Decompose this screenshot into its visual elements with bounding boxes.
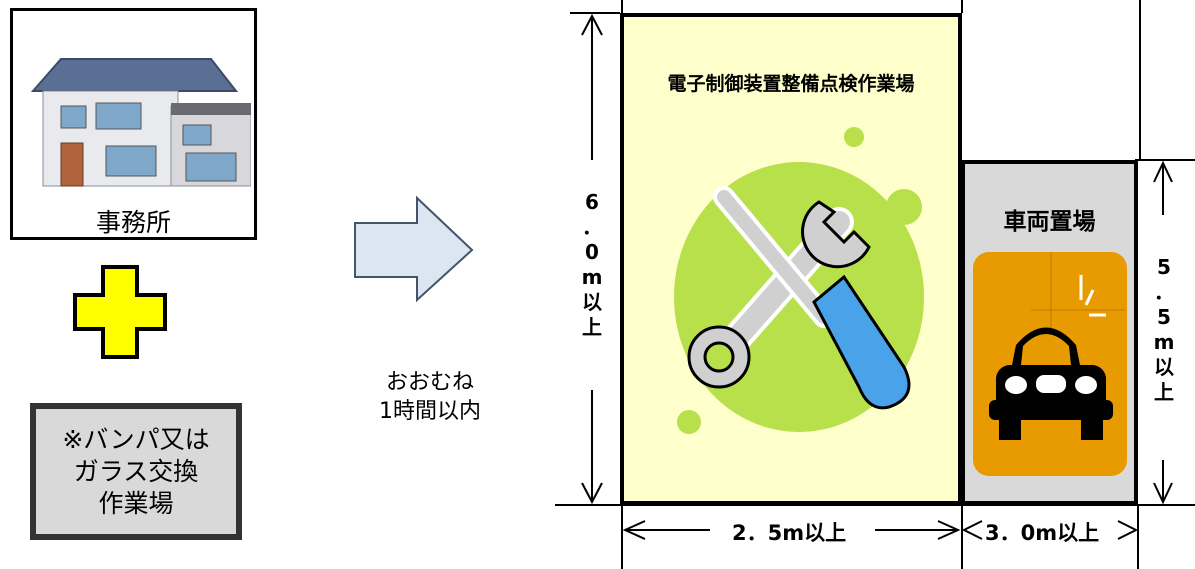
time-estimate-label: おおむね 1時間以内	[379, 370, 481, 424]
car-icon	[973, 252, 1127, 476]
plus-icon	[73, 265, 167, 359]
work-area-width-label: 2．5m以上	[728, 517, 851, 547]
right-arrow-icon	[354, 195, 474, 303]
office-box: 事務所	[10, 8, 257, 240]
height-dimension-vehicle	[1153, 160, 1173, 505]
height-dimension-work	[581, 13, 603, 505]
glass-bumper-work-box: ※バンパ又は ガラス交換 作業場	[30, 403, 242, 540]
vehicle-area-width-label: 3．0m以上	[983, 517, 1102, 547]
width-dimension-work	[622, 520, 961, 540]
office-building-icon	[30, 58, 251, 187]
glass-bumper-work-label: ※バンパ又は ガラス交換 作業場	[62, 424, 210, 518]
tools-icon	[674, 127, 924, 434]
width-dimension-vehicle	[961, 520, 1139, 540]
work-area-height-label: 6 ． 0 m 以 上	[580, 190, 604, 340]
vehicle-area-height-label: 5 ． 5 m 以 上	[1152, 255, 1176, 405]
vehicle-parking-area-title: 車両置場	[1003, 209, 1096, 235]
office-label: 事務所	[95, 208, 171, 237]
inspection-work-area-title: 電子制御装置整備点検作業場	[667, 73, 915, 95]
vehicle-parking-area: 車両置場	[961, 160, 1138, 505]
inspection-work-area: 電子制御装置整備点検作業場	[620, 13, 962, 505]
